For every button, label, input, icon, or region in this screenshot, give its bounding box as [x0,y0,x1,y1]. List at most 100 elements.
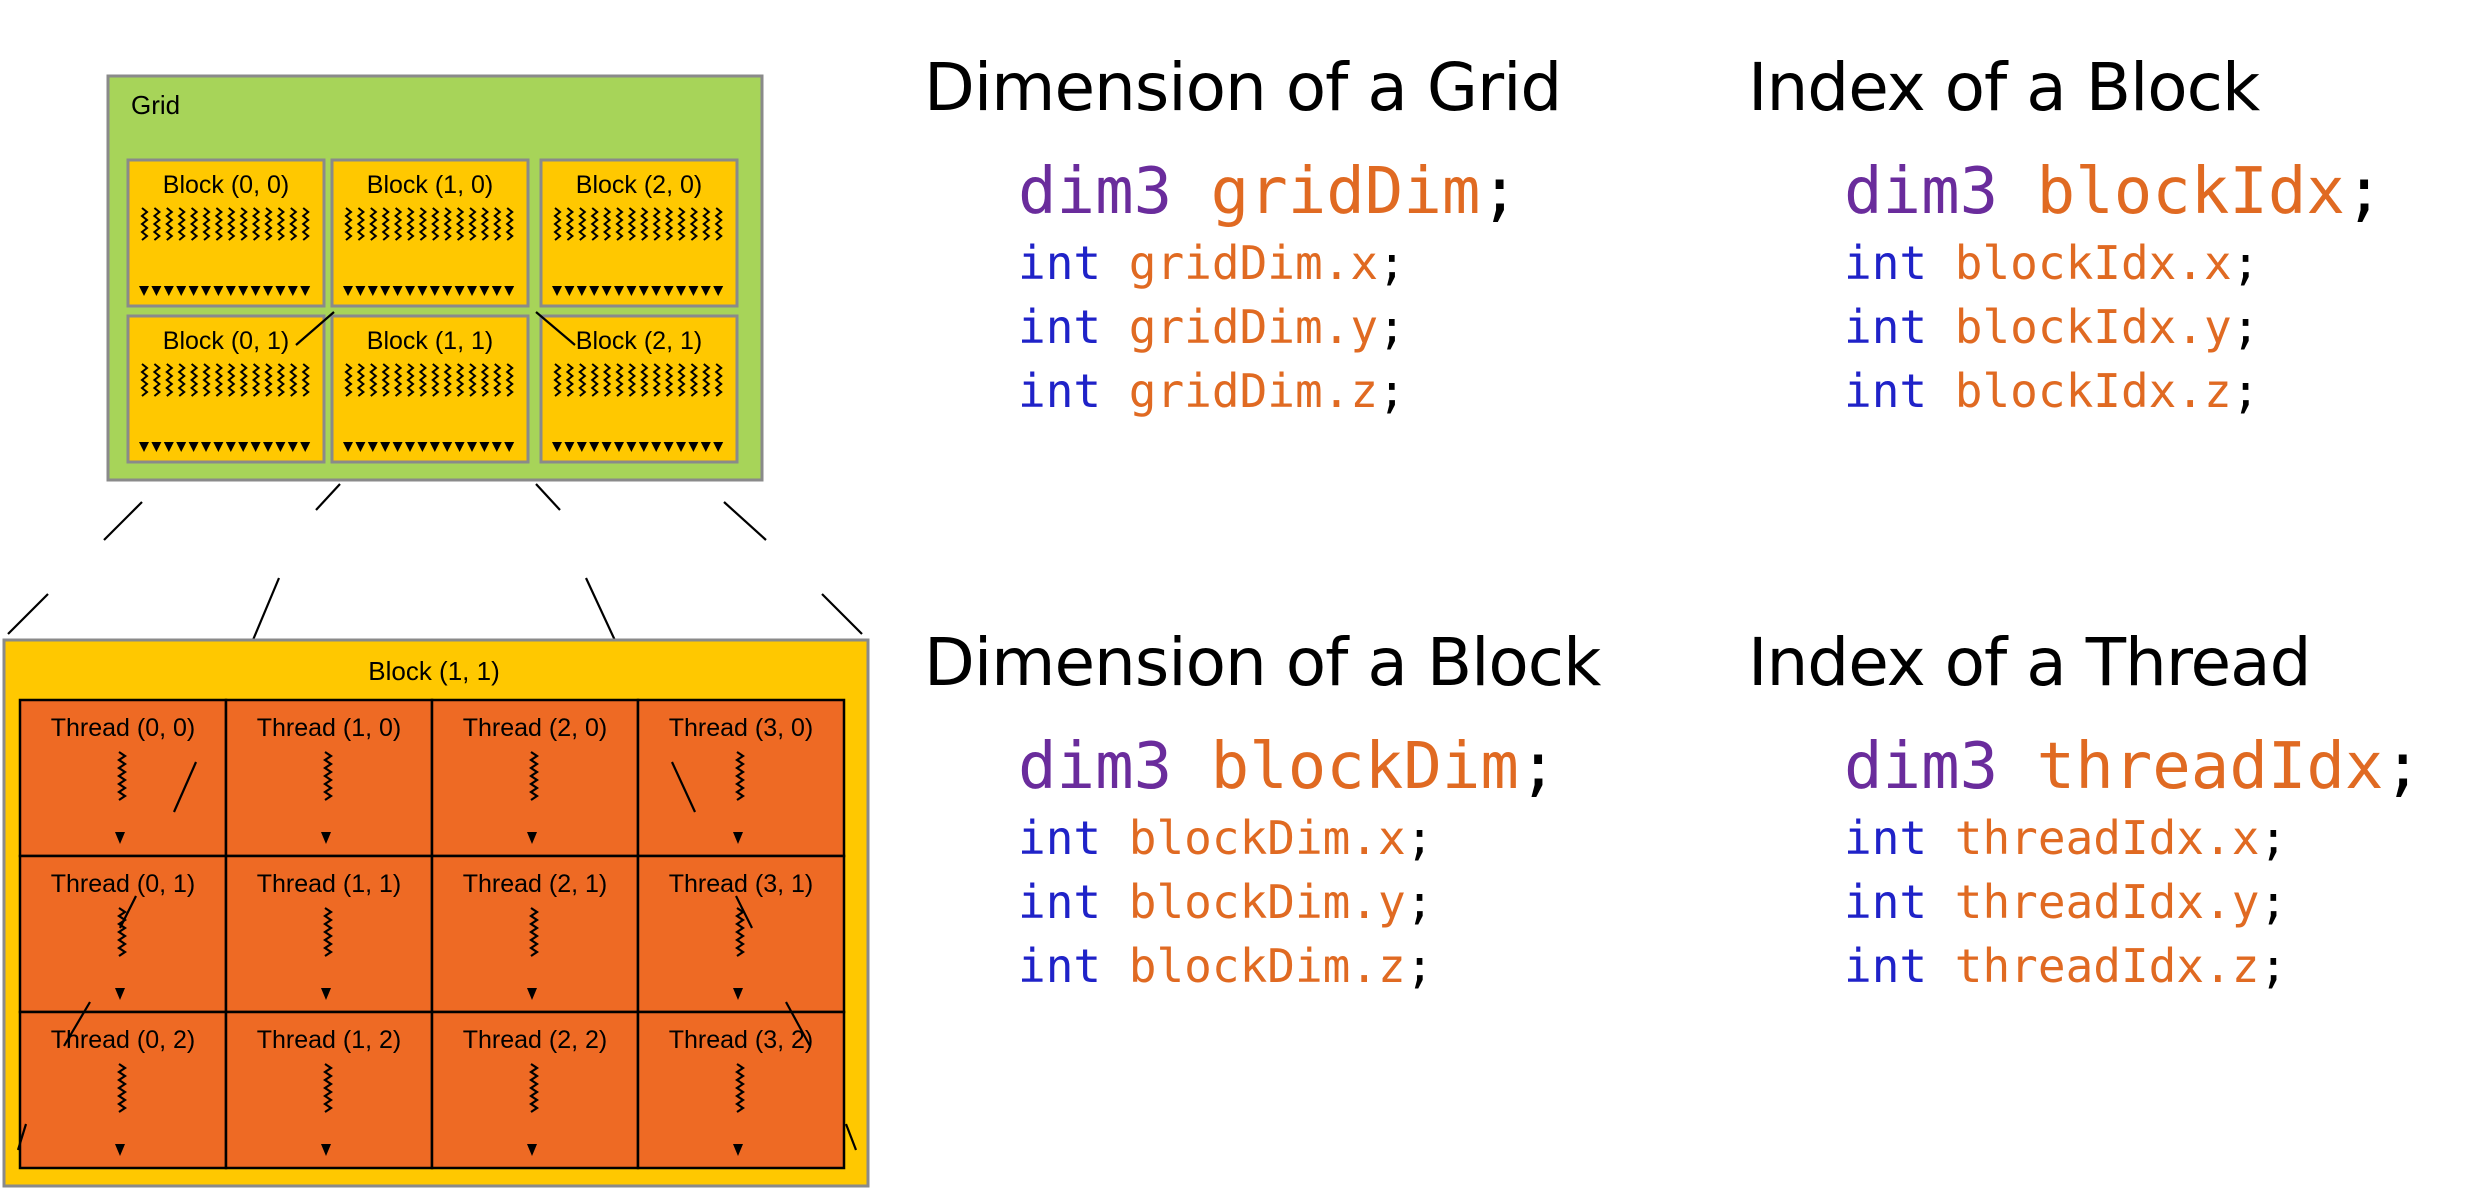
grid-block: Block (1, 1) [330,314,530,464]
member-line: int gridDim.z; [1018,368,1406,414]
thread-cell: Thread (0, 1) [18,854,228,1014]
member-line: int blockIdx.x; [1844,240,2259,286]
warp-threads [552,207,724,296]
member-name: threadIdx.x [1954,811,2260,865]
thread-cell: Thread (0, 0) [18,698,228,858]
member-name: blockIdx.y [1954,300,2232,354]
member-name: gridDim.x [1128,236,1379,290]
member-name: blockIdx.z [1954,364,2232,418]
arrowhead-icon [321,988,331,1000]
grid-block: Block (0, 1) [126,314,326,464]
detail-block-label: Block (1, 1) [368,656,500,686]
arrowhead-icon [115,1144,125,1156]
grid-block: Block (1, 0) [330,158,530,308]
type-keyword: int [1844,939,1928,993]
grid-block: Block (2, 1) [539,314,739,464]
type-keyword: int [1018,364,1102,418]
semicolon: ; [1405,875,1434,929]
arrowhead-icon [115,832,125,844]
member-line: int threadIdx.y; [1844,879,2287,925]
arrowhead-icon [321,832,331,844]
thread-label: Thread (0, 1) [51,870,196,898]
thread-label: Thread (2, 0) [463,714,608,742]
grid-block-label: Block (0, 1) [163,327,289,355]
type-keyword: dim3 [1018,730,1173,804]
grid-block: Block (2, 0) [539,158,739,308]
type-keyword: int [1018,300,1102,354]
warp-threads [139,363,311,452]
grid-block-label: Block (1, 1) [367,327,493,355]
type-keyword: int [1018,939,1102,993]
arrowhead-icon [733,988,743,1000]
grid-label: Grid [131,90,180,120]
dim3-declaration: dim3 threadIdx; [1844,735,2422,799]
thread-cell: Thread (2, 2) [430,1010,640,1170]
dim3-declaration: dim3 gridDim; [1018,160,1519,224]
arrowhead-icon [733,1144,743,1156]
grid-blocks: Block (0, 0) Block (1, 0) Block (2, 0) Bloc… [126,158,739,464]
thread-cell: Thread (1, 0) [224,698,434,858]
thread-cell: Thread (0, 2) [18,1010,228,1170]
warp-threads [343,207,515,296]
thread-cell: Thread (1, 2) [224,1010,434,1170]
member-name: gridDim.z [1128,364,1379,418]
grid-block-label: Block (1, 0) [367,171,493,199]
variable-name: gridDim [1210,155,1481,229]
thread-label: Thread (2, 1) [463,870,608,898]
grid-block: Block (0, 0) [126,158,326,308]
type-keyword: dim3 [1844,730,1999,804]
thread-label: Thread (2, 2) [463,1026,608,1054]
dim3-declaration: dim3 blockIdx; [1844,160,2383,224]
section-title: Dimension of a Block [924,624,1601,701]
member-line: int threadIdx.z; [1844,943,2287,989]
thread-label: Thread (0, 0) [51,714,196,742]
member-name: blockDim.x [1128,811,1406,865]
member-line: int blockDim.y; [1018,879,1433,925]
member-line: int blockIdx.z; [1844,368,2259,414]
thread-label: Thread (3, 2) [669,1026,814,1054]
cuda-thread-hierarchy-diagram: Grid Block (0, 0) Block (1, 0) Block (2, 0… [2,74,870,1188]
variable-name: blockDim [1210,730,1519,804]
section-title: Index of a Block [1748,49,2260,126]
arrowhead-icon [527,988,537,1000]
thread-label: Thread (1, 2) [257,1026,402,1054]
arrowhead-icon [527,1144,537,1156]
semicolon: ; [2344,155,2384,229]
member-name: blockIdx.x [1954,236,2232,290]
member-line: int blockDim.x; [1018,815,1433,861]
semicolon: ; [2231,364,2260,418]
member-line: int blockDim.z; [1018,943,1433,989]
warp-threads [343,363,515,452]
member-line: int gridDim.x; [1018,240,1406,286]
arrowhead-icon [115,988,125,1000]
thread-label: Thread (1, 0) [257,714,402,742]
grid-block-label: Block (2, 0) [576,171,702,199]
dim3-declaration: dim3 blockDim; [1018,735,1557,799]
arrowhead-icon [527,832,537,844]
member-name: threadIdx.y [1954,875,2260,929]
arrowhead-icon [321,1144,331,1156]
semicolon: ; [2231,300,2260,354]
thread-label: Thread (1, 1) [257,870,402,898]
semicolon: ; [1378,300,1406,354]
member-line: int gridDim.y; [1018,304,1406,350]
semicolon: ; [2259,875,2288,929]
type-keyword: int [1844,875,1928,929]
semicolon: ; [1378,236,1406,290]
thread-cell: Thread (3, 0) [636,698,846,858]
member-line: int blockIdx.y; [1844,304,2259,350]
grid-block-label: Block (2, 1) [576,327,702,355]
variable-name: blockIdx [2036,155,2345,229]
member-name: gridDim.y [1128,300,1379,354]
overlay-lines [16,311,858,1151]
thread-cell: Thread (2, 0) [430,698,640,858]
warp-threads [139,207,311,296]
type-keyword: int [1018,236,1102,290]
type-keyword: int [1018,875,1102,929]
grid-block-label: Block (0, 0) [163,171,289,199]
semicolon: ; [1378,364,1406,418]
semicolon: ; [2259,811,2288,865]
semicolon: ; [2231,236,2260,290]
type-keyword: dim3 [1018,155,1173,229]
section-title: Dimension of a Grid [924,49,1562,126]
